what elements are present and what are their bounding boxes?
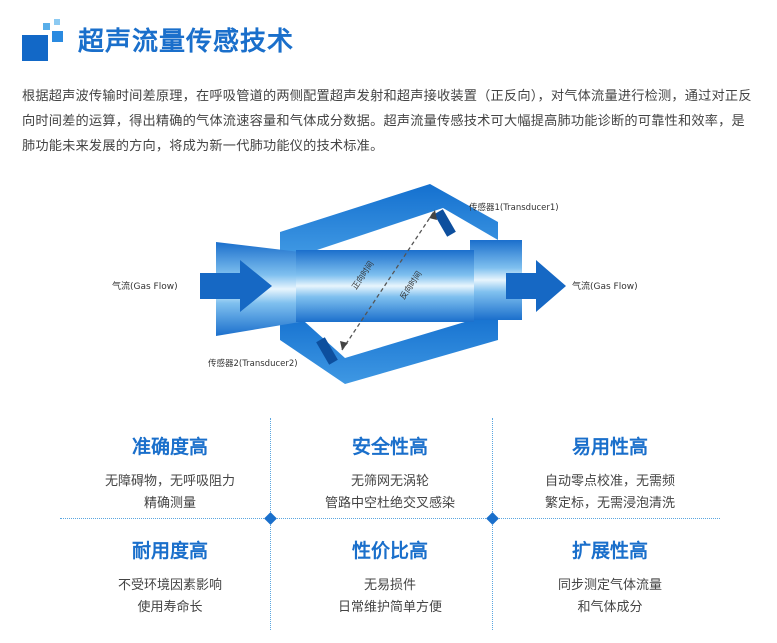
blue-squares-logo-icon (22, 17, 68, 61)
intro-paragraph: 根据超声波传输时间差原理，在呼吸管道的两侧配置超声发射和超声接收装置（正反向），… (22, 89, 752, 154)
path-arrow-down-icon (340, 341, 348, 350)
page-title: 超声流量传感技术 (78, 26, 295, 57)
feature-accuracy: 准确度高 无障碍物，无呼吸阻力 精确测量 (104, 436, 235, 511)
gas-flow-out-label: 气流(Gas Flow) (572, 280, 638, 292)
ultrasonic-flow-diagram: 正向时间 反向时间 气流(Gas Flow) 气流(Gas Flow) 传感器1… (112, 184, 638, 384)
feature-usability: 易用性高 自动零点校准，无需频 繁定标，无需浸泡清洗 (544, 436, 675, 511)
divider-horizontal (60, 518, 720, 519)
transducer1-label: 传感器1(Transducer1) (469, 202, 559, 213)
transducer2-block (316, 337, 338, 365)
gas-flow-out-arrow-icon (506, 260, 566, 312)
header: 超声流量传感技术 (22, 14, 294, 64)
feature-extensibility: 扩展性高 同步测定气体流量 和气体成分 (557, 540, 662, 615)
feature-value: 性价比高 无易损件 日常维护简单方便 (337, 540, 442, 615)
path-arrow-up-icon (429, 210, 437, 220)
gas-flow-in-arrow-icon (200, 260, 272, 312)
feature-safety: 安全性高 无筛网无涡轮 管路中空杜绝交叉感染 (324, 436, 455, 511)
gas-flow-in-label: 气流(Gas Flow) (112, 280, 178, 292)
pipe-housing-lower (280, 312, 498, 384)
pipe-housing-upper (280, 184, 498, 254)
transducer2-label: 传感器2(Transducer2) (208, 358, 298, 369)
ultrasonic-path-line (341, 209, 436, 351)
transducer1-block (434, 209, 456, 237)
feature-durability: 耐用度高 不受环境因素影响 使用寿命长 (117, 540, 222, 615)
features-grid: 准确度高 无障碍物，无呼吸阻力 精确测量 安全性高 无筛网无涡轮 管路中空杜绝交… (60, 410, 720, 630)
